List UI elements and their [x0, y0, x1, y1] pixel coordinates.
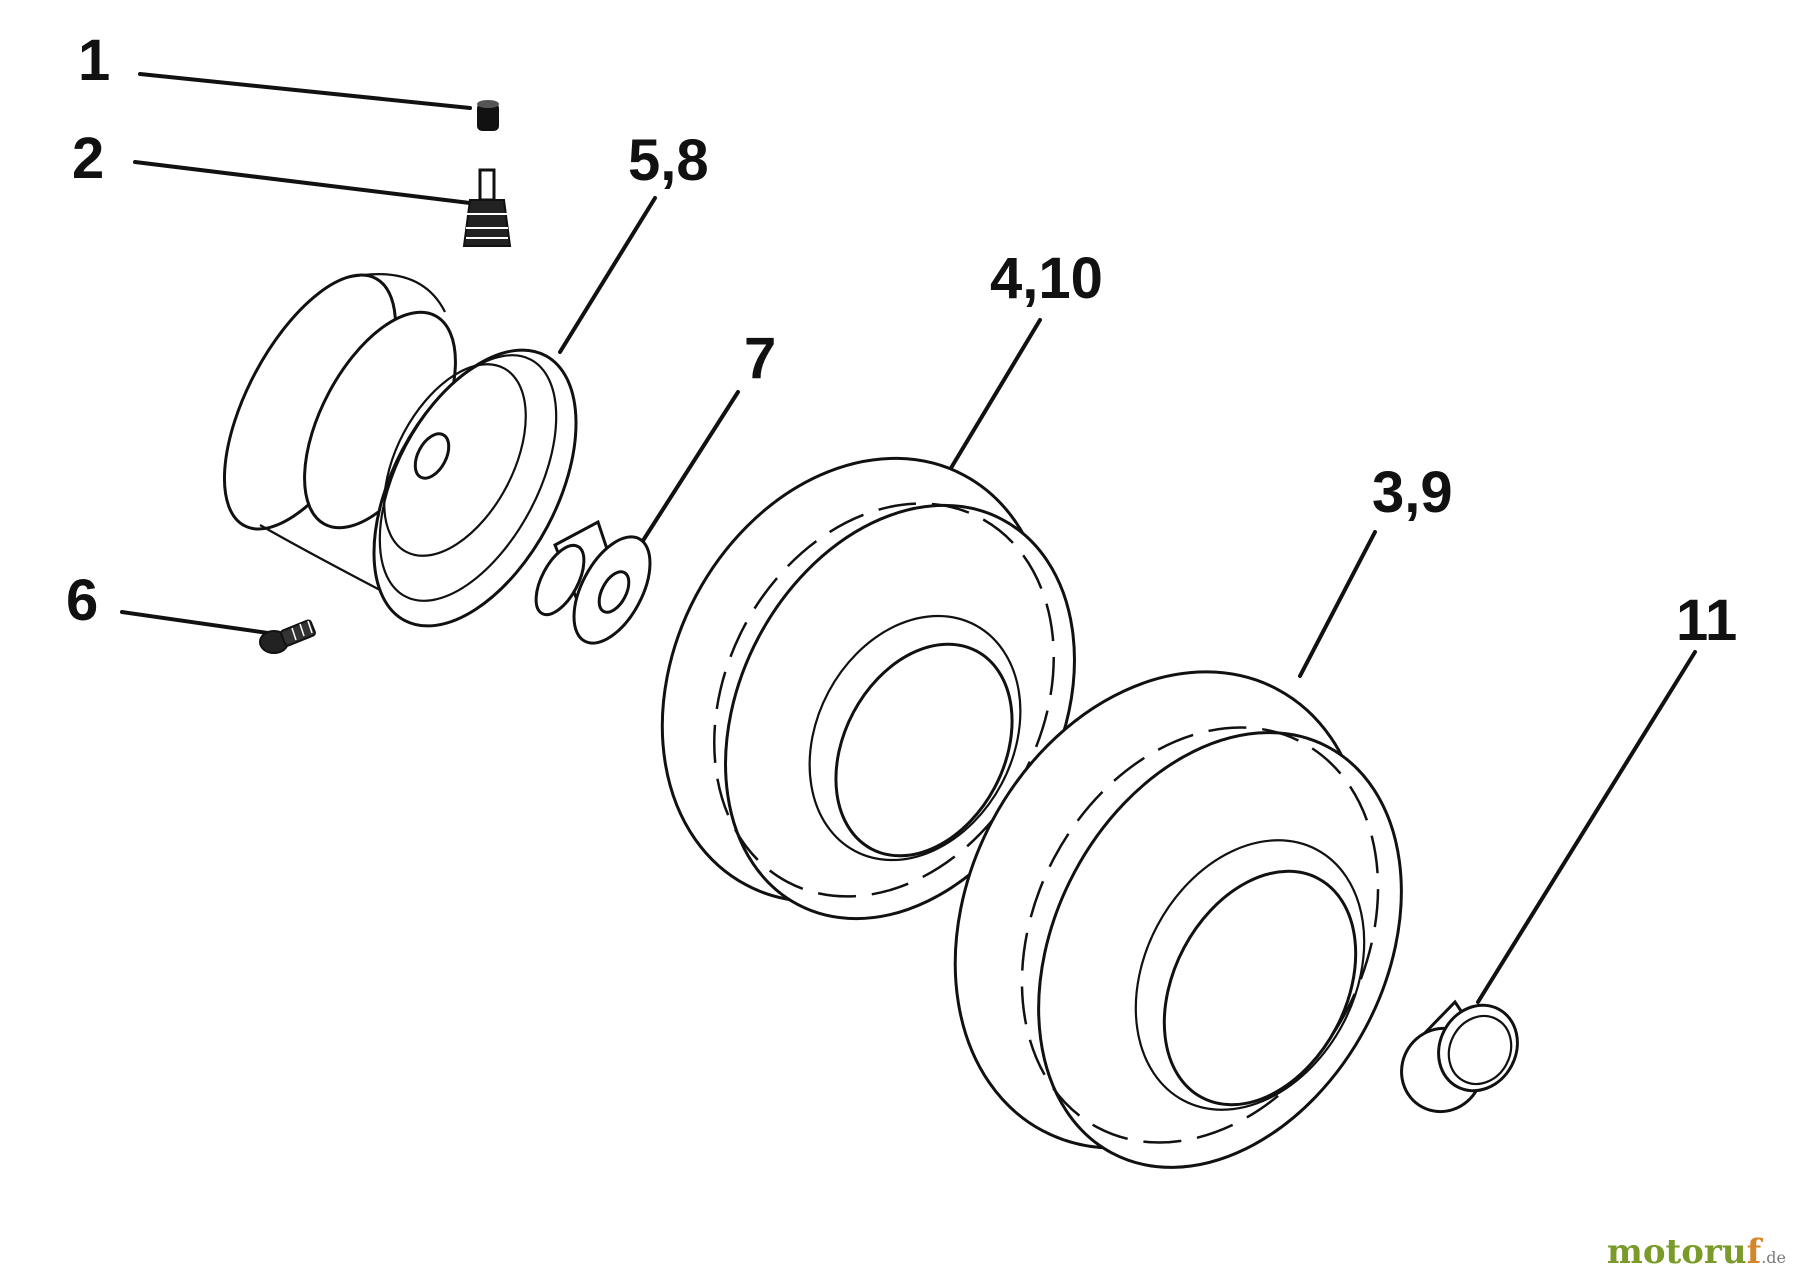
leader-11 [1476, 650, 1697, 1004]
callout-1: 1 [78, 28, 110, 93]
callout-11: 11 [1676, 588, 1737, 653]
spacer-icon [1400, 999, 1519, 1114]
grease-fitting-icon [259, 619, 316, 654]
valve-stem-icon [462, 168, 512, 247]
leader-7 [635, 390, 740, 552]
callout-3-9: 3,9 [1372, 460, 1453, 525]
callout-5-8: 5,8 [628, 128, 709, 193]
callout-6: 6 [66, 568, 98, 633]
leader-4-10 [943, 318, 1042, 480]
leader-lines [120, 72, 1697, 1004]
valve-cap-icon [477, 100, 499, 131]
callout-4-10: 4,10 [990, 246, 1103, 311]
callout-7: 7 [744, 326, 776, 391]
tire-icon [660, 456, 1076, 921]
wheel-rim-icon [222, 273, 578, 628]
bushing-icon [534, 519, 652, 645]
leader-2 [133, 160, 472, 205]
watermark-logo: motoruf.de [1606, 1232, 1786, 1272]
tire-icon [953, 670, 1403, 1169]
leader-5-8 [558, 196, 657, 354]
leader-6 [120, 610, 270, 635]
leader-1 [138, 72, 472, 110]
callout-2: 2 [72, 126, 104, 191]
leader-3-9 [1298, 530, 1377, 678]
